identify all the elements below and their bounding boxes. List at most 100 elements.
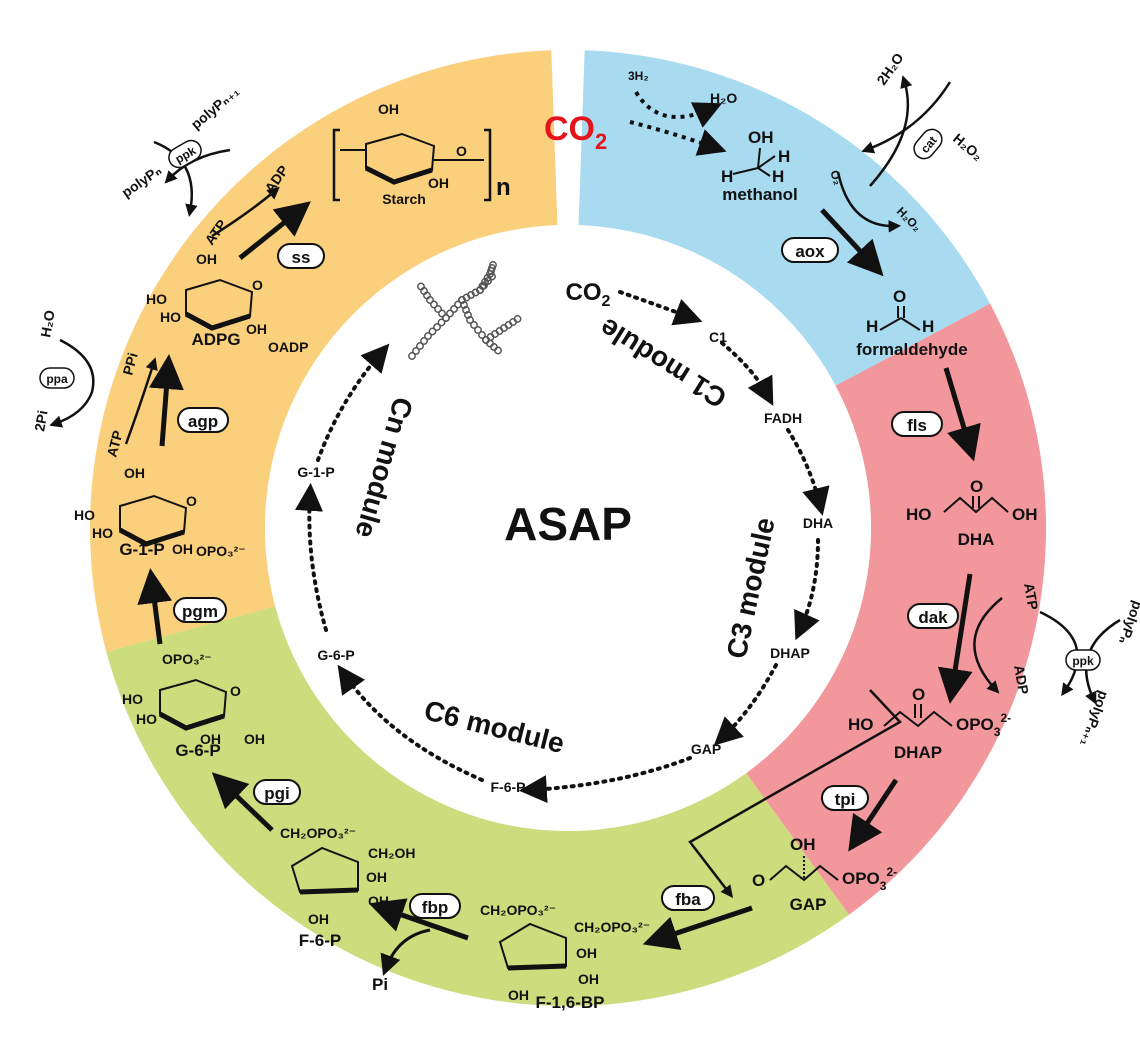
starch-glucose-unit	[446, 309, 454, 318]
starch-glucose-unit	[412, 347, 420, 355]
starch-glucose-unit	[450, 305, 458, 313]
enzyme-ppa	[39, 367, 75, 389]
svg-text:OH: OH	[308, 911, 329, 927]
svg-text:O: O	[186, 493, 197, 509]
svg-text:HO: HO	[92, 525, 113, 541]
enzyme-dak	[907, 603, 959, 629]
arrow-f6p-g6p	[211, 772, 274, 832]
starch-glucose-unit	[428, 327, 437, 336]
enzyme-ss	[277, 243, 325, 269]
starch-glucose-unit	[420, 337, 428, 345]
svg-text:O: O	[970, 477, 983, 496]
starch-branch-icon	[408, 261, 522, 360]
g6p-label: G-6-P	[175, 741, 220, 760]
svg-text:OH: OH	[576, 945, 597, 961]
svg-text:OH: OH	[172, 541, 193, 557]
enzyme-ppa-label: ppa	[46, 372, 68, 386]
adp-label-right: ADP	[1011, 664, 1032, 696]
svg-text:OH: OH	[366, 869, 387, 885]
svg-text:H: H	[778, 147, 790, 166]
svg-text:O: O	[752, 871, 765, 890]
atp-label-right: ATP	[1021, 582, 1041, 611]
arrow-methanol-formaldehyde	[820, 208, 884, 277]
enzyme-fls-label: fls	[907, 416, 927, 435]
enzyme-ppk-right	[1065, 649, 1101, 671]
gap-structure: OH O OPO32- GAP	[752, 835, 897, 914]
inner-dhap: DHAP	[770, 645, 810, 661]
starch-glucose-unit	[470, 321, 478, 329]
enzyme-cat	[913, 128, 943, 160]
polyp-n-top: polyPₙ	[119, 162, 165, 201]
h2o-label-ppa: H₂O	[37, 309, 58, 339]
arrow-fadh-dha	[786, 428, 830, 516]
svg-text:H: H	[866, 317, 878, 336]
g1p-structure: OH O HO HO OH OPO₃²⁻ G-1-P	[74, 465, 246, 559]
enzyme-agp	[177, 407, 229, 433]
starch-glucose-unit	[434, 305, 442, 313]
starch-glucose-unit	[442, 314, 450, 322]
gap-label: GAP	[790, 895, 827, 914]
enzyme-fbp-label: fbp	[422, 898, 448, 917]
enzyme-tpi	[821, 785, 869, 811]
arrow-gap-f6p	[518, 756, 692, 804]
pi-label: Pi	[372, 975, 388, 994]
svg-text:OPO₃²⁻: OPO₃²⁻	[196, 543, 246, 559]
svg-text:HO: HO	[122, 691, 143, 707]
arrow-dhap-to-fba	[688, 689, 902, 898]
arrow-pi-release	[380, 928, 431, 976]
co2-reduction-arrows	[629, 90, 727, 156]
starch-glucose-unit	[437, 318, 446, 327]
enzyme-aox	[781, 237, 839, 263]
arrow-dha-dhap	[937, 573, 973, 704]
starch-glucose-unit	[408, 352, 416, 360]
svg-text:CH₂OPO₃²⁻: CH₂OPO₃²⁻	[574, 919, 650, 935]
inner-c1: C1	[709, 329, 727, 345]
svg-text:O: O	[252, 277, 263, 293]
c1-sector	[578, 50, 991, 386]
adpg-structure: OH O HO HO OH OADP ADPG	[146, 251, 308, 355]
svg-text:OH: OH	[200, 731, 221, 747]
svg-text:OADP: OADP	[268, 339, 308, 355]
enzyme-fls	[891, 411, 943, 437]
arrow-dhap-gap	[713, 663, 778, 746]
enzyme-ppk-right-label: ppk	[1072, 654, 1094, 668]
dha-structure: O HO OH DHA	[906, 477, 1038, 549]
svg-text:OH: OH	[428, 175, 449, 191]
arrow-g1p-starch	[316, 343, 390, 462]
svg-text:H: H	[772, 167, 784, 186]
aox-side-loop	[836, 171, 901, 233]
svg-text:OH: OH	[378, 101, 399, 117]
f6p-label: F-6-P	[299, 931, 342, 950]
formaldehyde-structure: O H H formaldehyde	[856, 287, 967, 359]
arrow-g1p-adpg	[148, 354, 184, 447]
enzyme-pgi-label: pgi	[264, 784, 290, 803]
svg-text:HO: HO	[160, 309, 181, 325]
svg-text:OPO32-: OPO32-	[842, 865, 897, 893]
polyp-n1-right: polyPₙ₊₁	[1077, 689, 1112, 749]
arrow-c1-fadh	[720, 341, 774, 406]
inner-gap: GAP	[691, 741, 721, 757]
svg-text:HO: HO	[136, 711, 157, 727]
svg-text:OH: OH	[508, 987, 529, 1003]
g1p-label: G-1-P	[119, 540, 164, 559]
svg-text:HO: HO	[74, 507, 95, 523]
enzyme-pgi	[253, 779, 301, 805]
h2-label: 3H₂	[628, 69, 649, 83]
methanol-structure: OH H H H methanol	[721, 128, 798, 204]
inner-dha: DHA	[803, 515, 833, 531]
catalase-loop	[861, 75, 952, 187]
svg-text:H: H	[922, 317, 934, 336]
polyp-n1-top: polyPₙ₊₁	[188, 83, 243, 132]
g6p-structure: OPO₃²⁻ O HO HO OH OH G-6-P	[122, 651, 265, 760]
inner-g1p: G-1-P	[297, 464, 334, 480]
arrow-gap-f16bp	[642, 905, 753, 950]
enzyme-ss-label: ss	[292, 248, 311, 267]
arrow-f6p-g6p	[337, 664, 484, 782]
svg-text:OH: OH	[124, 465, 145, 481]
arrow-adpg-starch	[238, 201, 311, 260]
svg-text:OH: OH	[748, 128, 774, 147]
starch-glucose-unit	[433, 323, 441, 331]
enzyme-dak-label: dak	[918, 608, 948, 627]
starch-glucose-unit	[494, 346, 502, 355]
